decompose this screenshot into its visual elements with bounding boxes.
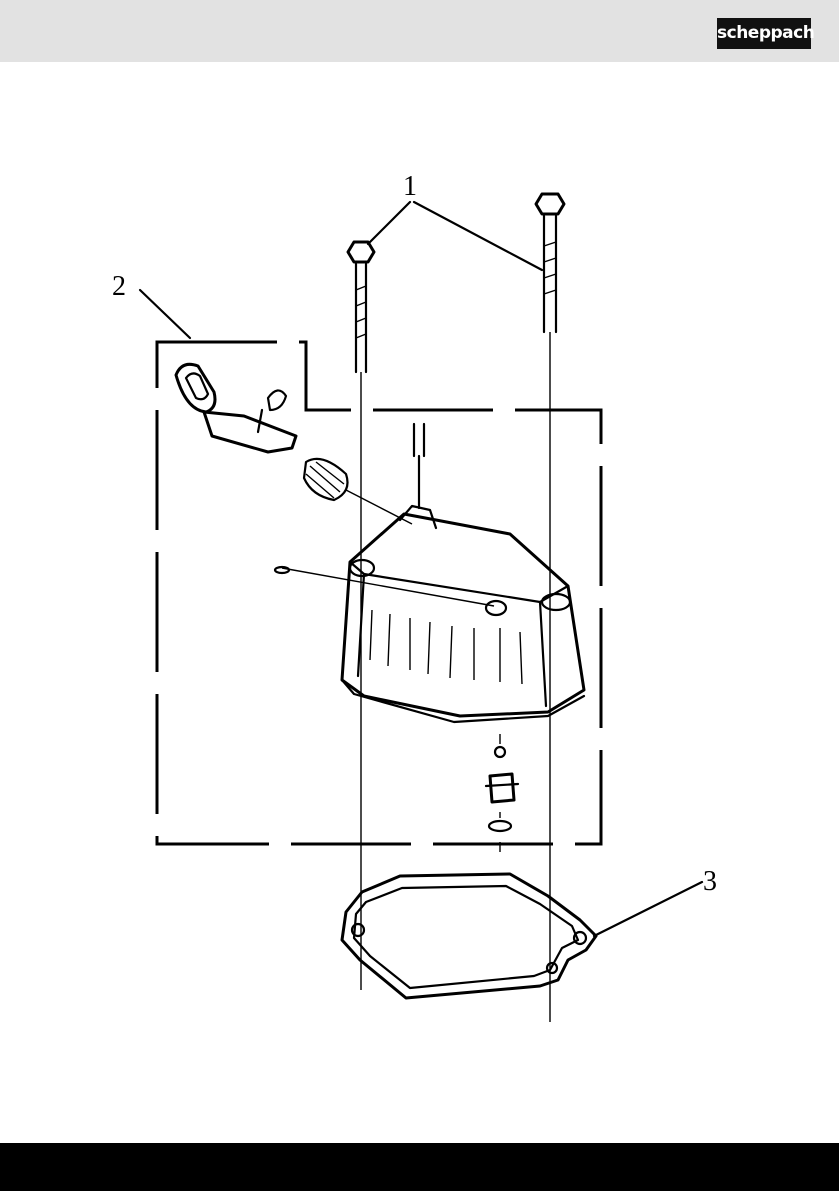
leader-lines — [140, 202, 702, 936]
page-footer — [0, 1143, 839, 1191]
stud-pin — [414, 424, 424, 508]
page-header: scheppach — [0, 0, 839, 62]
filler-cap-assembly — [176, 364, 412, 524]
breather-parts — [275, 567, 518, 852]
callout-3: 3 — [703, 866, 717, 897]
callout-2: 2 — [112, 271, 126, 302]
valve-cover — [342, 506, 584, 722]
brand-logo: scheppach — [717, 18, 811, 49]
gasket — [342, 874, 596, 998]
callout-1: 1 — [403, 171, 417, 202]
exploded-view-diagram: 1 2 3 — [0, 62, 839, 1143]
group-boundary-dashed — [157, 342, 601, 844]
